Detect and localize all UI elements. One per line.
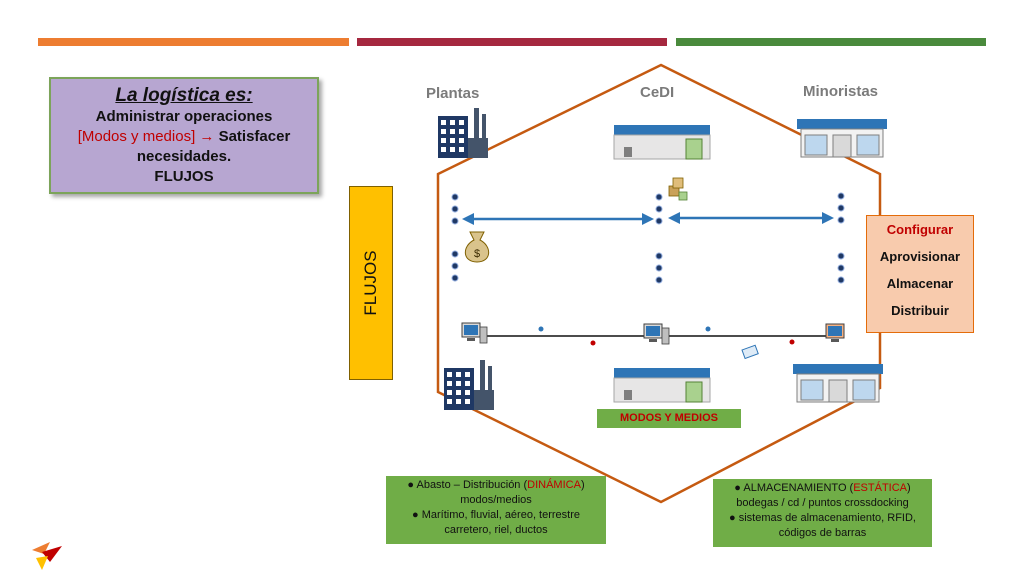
warehouse-icon [613,125,711,160]
bullet-icon: ● [734,482,741,494]
abasto-line2: modos/medios [460,494,532,506]
definition-line4: FLUJOS [154,168,214,185]
bullet-icon: ● [407,479,415,491]
abasto-line1-close: ) [580,479,585,491]
modos-medios-label: MODOS Y MEDIOS [597,409,741,428]
flujos-box: FLUJOS [349,186,393,380]
almacenamiento-box: ● ALMACENAMIENTO (ESTÁTICA) bodegas / cd… [713,479,932,547]
dotted-columns [451,192,845,284]
network-dot [705,326,711,332]
factory-icon [438,108,488,158]
almacen-line3-text: sistemas de almacenamiento, RFID, [738,512,916,524]
warehouse-icon [613,368,711,403]
bullet-icon: ● [411,509,419,521]
definition-box: La logística es: Administrar operaciones… [49,77,319,194]
label-plantas: Plantas [426,85,480,102]
almacen-estatica: ESTÁTICA [853,482,908,494]
computer-icon [643,323,670,345]
network-dot [538,326,544,332]
config-box: Configurar Aprovisionar Almacenar Distri… [866,215,974,333]
arrow-right-icon: → [199,128,215,145]
definition-line3: necesidades. [136,148,232,165]
definition-line2: [Modos y medios] → Satisfacer [51,127,317,147]
definition-satisfacer: Satisfacer [218,128,291,145]
config-item-aprovisionar: Aprovisionar [879,249,961,264]
almacen-line3: ● sistemas de almacenamiento, RFID, [713,511,932,526]
config-item-configurar: Configurar [886,222,954,237]
flow-arrows [462,212,834,225]
definition-modos: [Modos y medios] [77,128,196,145]
bullet-icon: ● [728,512,736,524]
definition-line1: Administrar operaciones [95,108,273,125]
abasto-line3-text: Marítimo, fluvial, aéreo, terrestre [421,509,581,521]
label-cedi: CeDI [640,84,675,101]
abasto-box: ● Abasto – Distribución (DINÁMICA) modos… [386,476,606,544]
definition-title: La logística es: [115,85,253,106]
config-item-distribuir: Distribuir [891,303,949,318]
svg-text:$: $ [474,248,480,260]
document-icon [741,344,759,360]
abasto-line1: ● Abasto – Distribución (DINÁMICA) [386,478,606,493]
almacen-line2: bodegas / cd / puntos crossdocking [736,497,909,509]
computer-icon [461,322,488,344]
top-bar-orange [38,38,349,46]
computer-icon [825,323,845,342]
almacen-line1-text: ALMACENAMIENTO ( [743,482,854,494]
logo-icon [32,542,62,570]
abasto-line4: carretero, riel, ductos [444,524,548,536]
top-bar-green [676,38,986,46]
abasto-line3: ● Marítimo, fluvial, aéreo, terrestre [386,508,606,523]
top-bar-red [357,38,667,46]
abasto-line1-text: Abasto – Distribución ( [416,479,528,491]
hexagon-outline [436,63,882,504]
label-minoristas: Minoristas [803,83,879,100]
store-icon [793,364,883,403]
almacen-line1: ● ALMACENAMIENTO (ESTÁTICA) [713,481,932,496]
config-item-almacenar: Almacenar [886,276,954,291]
factory-icon [444,360,494,410]
almacen-line4: códigos de barras [778,527,867,539]
network-dot [590,340,596,346]
boxes-icon [668,177,688,201]
abasto-dinamica: DINÁMICA [527,479,581,491]
network-dot [789,339,795,345]
money-bag-icon: $ [464,231,490,263]
almacen-line1-close: ) [907,482,911,494]
store-icon [797,119,887,158]
